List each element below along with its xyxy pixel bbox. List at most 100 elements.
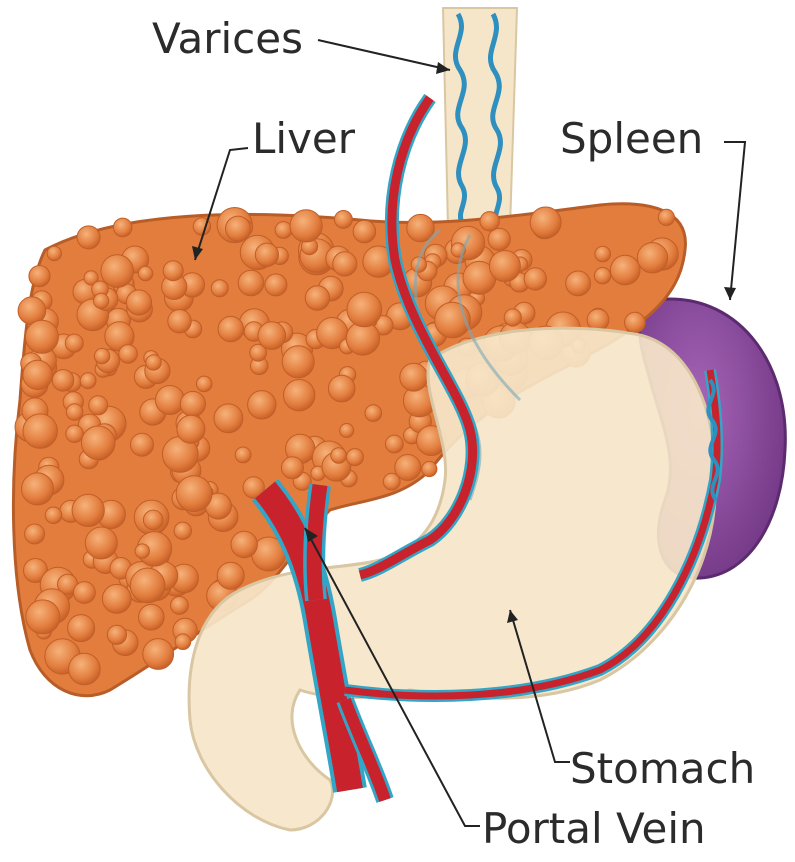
- liver-nodule: [168, 310, 191, 333]
- liver-nodule: [658, 209, 674, 225]
- liver-nodule: [180, 391, 205, 416]
- esophagus: [443, 8, 517, 228]
- liver-nodule: [94, 293, 109, 308]
- liver-nodule: [530, 207, 561, 238]
- liver-nodule: [66, 404, 83, 421]
- liver-nodule: [65, 334, 83, 352]
- liver-nodule: [504, 309, 521, 326]
- liver-nodule: [94, 348, 109, 363]
- liver-nodule: [333, 252, 357, 276]
- liver-nodule: [113, 218, 132, 237]
- liver-nodule: [155, 386, 184, 415]
- liver-nodule: [594, 268, 610, 284]
- liver-nodule: [214, 404, 243, 433]
- liver-nodule: [74, 582, 96, 604]
- liver-nodule: [595, 246, 611, 262]
- liver-nodule: [488, 228, 510, 250]
- liver-nodule: [26, 600, 60, 634]
- liver-nodule: [331, 448, 347, 464]
- liver-nodule: [135, 544, 149, 558]
- liver-nodule: [625, 312, 646, 333]
- liver-nodule: [385, 435, 403, 453]
- liver-nodule: [489, 251, 520, 282]
- liver-nodule: [119, 345, 138, 364]
- liver-nodule: [52, 370, 74, 392]
- liver-nodule: [265, 274, 287, 296]
- liver-nodule: [171, 597, 189, 615]
- liver-nodule: [139, 604, 165, 630]
- liver-nodule: [610, 255, 640, 285]
- liver-nodule: [637, 243, 667, 273]
- liver-nodule: [69, 653, 101, 685]
- liver-nodule: [305, 286, 329, 310]
- liver-nodule: [395, 455, 421, 481]
- liver-nodule: [353, 220, 376, 243]
- liver-nodule: [101, 255, 134, 288]
- label-spleen: Spleen: [560, 118, 703, 160]
- label-portal-vein: Portal Vein: [482, 808, 706, 850]
- liver-nodule: [77, 226, 100, 249]
- liver-nodule: [126, 290, 151, 315]
- liver-nodule: [238, 270, 264, 296]
- liver-nodule: [143, 510, 163, 530]
- liver-nodule: [211, 280, 228, 297]
- liver-nodule: [346, 449, 363, 466]
- liver-nodule: [138, 266, 152, 280]
- liver-nodule: [163, 261, 183, 281]
- liver-nodule: [226, 216, 251, 241]
- liver-nodule: [146, 355, 161, 370]
- liver-nodule: [66, 425, 83, 442]
- liver-nodule: [340, 424, 354, 438]
- liver-nodule: [174, 522, 191, 539]
- liver-nodule: [328, 375, 355, 402]
- liver-nodule: [258, 322, 286, 350]
- liver-nodule: [480, 212, 499, 231]
- liver-nodule: [566, 271, 591, 296]
- liver-nodule: [143, 639, 174, 670]
- label-stomach: Stomach: [570, 748, 755, 790]
- liver-nodule: [217, 562, 244, 589]
- liver-nodule: [290, 210, 322, 242]
- liver-nodule: [176, 476, 212, 512]
- liver-nodule: [282, 346, 314, 378]
- liver-nodule: [347, 292, 382, 327]
- liver-nodule: [107, 625, 126, 644]
- liver-nodule: [68, 615, 95, 642]
- liver-nodule: [422, 461, 437, 476]
- liver-nodule: [72, 494, 104, 526]
- liver-nodule: [335, 211, 353, 229]
- liver-nodule: [45, 507, 62, 524]
- liver-nodule: [524, 268, 546, 290]
- liver-nodule: [218, 316, 243, 341]
- liver-nodule: [80, 373, 96, 389]
- liver-nodule: [231, 531, 257, 557]
- liver-nodule: [175, 634, 191, 650]
- liver-nodule: [102, 584, 131, 613]
- label-varices: Varices: [152, 18, 303, 60]
- liver-nodule: [284, 380, 315, 411]
- liver-nodule: [196, 376, 212, 392]
- liver-nodule: [400, 363, 428, 391]
- liver-nodule: [47, 246, 61, 260]
- liver-nodule: [29, 266, 50, 287]
- arrow-spleen: [724, 287, 736, 300]
- liver-nodule: [365, 405, 382, 422]
- leader-spleen: [724, 142, 745, 300]
- liver-nodule: [89, 396, 108, 415]
- liver-nodule: [275, 222, 292, 239]
- liver-nodule: [248, 391, 276, 419]
- liver-nodule: [177, 415, 205, 443]
- liver-nodule: [255, 243, 278, 266]
- leader-varices: [318, 40, 450, 70]
- liver-nodule: [25, 524, 45, 544]
- liver-nodule: [25, 320, 58, 353]
- liver-nodule: [22, 473, 54, 505]
- liver-nodule: [85, 527, 117, 559]
- liver-nodule: [81, 426, 115, 460]
- liver-nodule: [281, 457, 303, 479]
- liver-nodule: [23, 414, 57, 448]
- liver-nodule: [235, 447, 251, 463]
- liver-nodule: [23, 360, 52, 389]
- liver-nodule: [130, 568, 165, 603]
